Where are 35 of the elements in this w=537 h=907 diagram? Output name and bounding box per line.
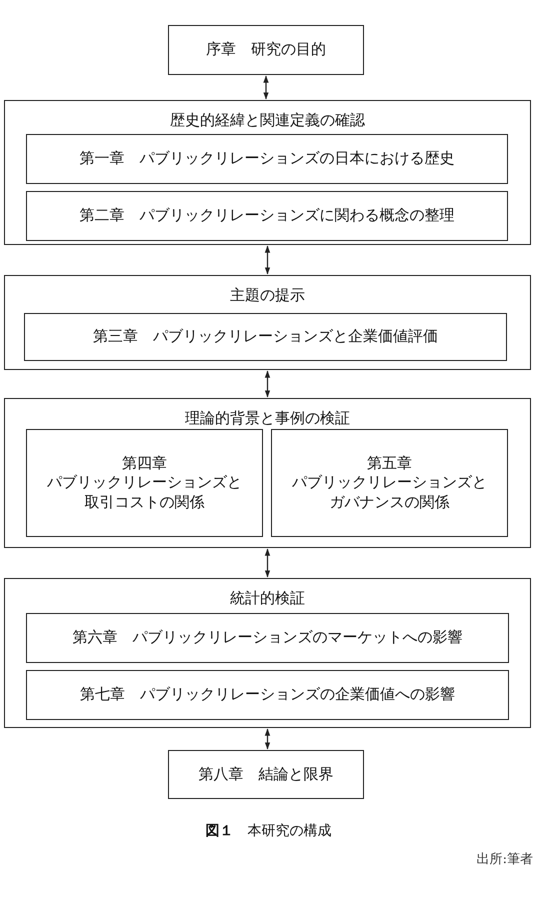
chapter-box: [271, 429, 508, 537]
group-heading: 主題の提示: [230, 286, 305, 304]
group-box: [4, 578, 531, 728]
double-arrow: [264, 548, 270, 578]
chapter-box: [26, 429, 263, 537]
group-box: [4, 398, 531, 548]
group-heading: 理論的背景と事例の検証: [185, 409, 350, 427]
group-box: [4, 275, 531, 370]
chapter-heading: 第四章: [122, 454, 167, 474]
chapter-box: [24, 313, 507, 361]
double-arrow: [264, 370, 270, 398]
chapter-heading: 第五章: [367, 454, 412, 474]
chapter-title: 第三章 パブリックリレーションズと企業価値評価: [93, 327, 438, 347]
double-arrow: [263, 76, 269, 100]
source-note: 出所:筆者: [476, 851, 533, 868]
chapter-title: 第六章 パブリックリレーションズのマーケットへの影響: [72, 628, 462, 648]
chapter-title: 第八章 結論と限界: [198, 764, 334, 784]
figure-caption: 図１ 本研究の構成: [206, 823, 332, 839]
group-heading: 歴史的経緯と関連定義の確認: [170, 111, 365, 129]
double-arrow: [264, 246, 270, 274]
chapter-box: [26, 134, 508, 184]
chapter-title: 第七章 パブリックリレーションズの企業価値への影響: [80, 685, 455, 705]
group-heading: 統計的検証: [230, 589, 305, 607]
chapter-box: [168, 25, 364, 75]
chapter-title: 第二章 パブリックリレーションズに関わる概念の整理: [80, 206, 454, 226]
chapter-title: 序章 研究の目的: [206, 40, 326, 60]
chapter-title: パブリックリレーションズとガバナンスの関係: [292, 473, 487, 512]
double-arrow: [264, 728, 270, 750]
chapter-title: 第一章 パブリックリレーションズの日本における歴史: [80, 149, 454, 169]
chapter-box: [26, 670, 509, 720]
chapter-title: パブリックリレーションズと取引コストの関係: [47, 473, 242, 512]
group-box: [4, 100, 531, 245]
chapter-box: [26, 613, 509, 663]
chapter-box: [168, 750, 364, 799]
chapter-box: [26, 191, 508, 241]
